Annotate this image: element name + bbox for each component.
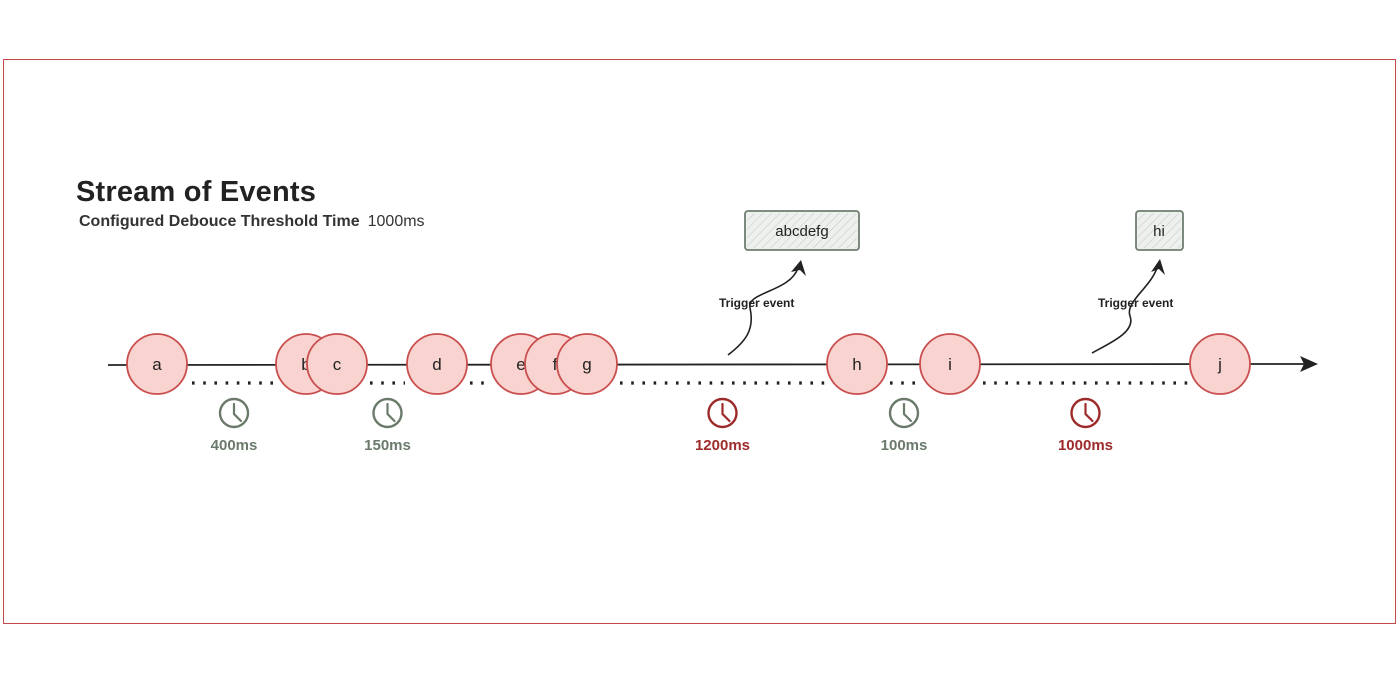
event-label: j [1217, 355, 1222, 374]
clock-hands [1084, 402, 1094, 423]
event-label: d [432, 355, 441, 374]
event-node: h [826, 333, 888, 395]
gap-interval: 100ms [881, 381, 928, 454]
output-value: abcdefg [775, 223, 828, 240]
event-label: a [152, 355, 162, 374]
clock-hands [232, 402, 243, 423]
trigger-arrow [1091, 267, 1158, 354]
gap-duration-label: 1200ms [695, 437, 750, 454]
event-circle [1189, 333, 1251, 395]
event-layer: a b c d e f g h i j [126, 333, 1251, 395]
gap-interval: 150ms [364, 381, 411, 454]
diagram-title: Stream of Events [76, 176, 317, 208]
clock-face [888, 397, 920, 429]
threshold-label: Configured Debouce Threshold Time [79, 213, 360, 230]
trigger-label: Trigger event [1098, 296, 1173, 310]
event-label: c [333, 355, 342, 374]
clock-hands [902, 402, 913, 423]
clock-icon [888, 397, 920, 429]
event-circle [406, 333, 468, 395]
event-node: a [126, 333, 188, 395]
output-box-hatch [1138, 213, 1181, 248]
clock-icon [372, 397, 403, 429]
event-label: f [553, 355, 558, 374]
event-node: d [406, 333, 468, 395]
clock-face [372, 397, 403, 429]
trigger-group-2: Trigger event hi [1091, 210, 1184, 354]
clock-hands [721, 402, 731, 423]
gap-duration-label: 150ms [364, 437, 411, 454]
event-node: i [919, 333, 981, 395]
gap-duration-label: 400ms [211, 437, 258, 454]
gap-layer: 400ms 150ms 1200ms 100ms 1000ms [192, 381, 1188, 454]
event-node: c [306, 333, 368, 395]
gap-duration-label: 1000ms [1058, 437, 1113, 454]
diagram-frame [3, 59, 1396, 624]
trigger-label: Trigger event [719, 296, 794, 310]
event-circle [919, 333, 981, 395]
threshold-value: 1000ms [367, 213, 425, 230]
event-label: h [852, 355, 861, 374]
output-box-hatch [747, 213, 857, 248]
clock-icon [1070, 397, 1101, 429]
trigger-arrow [727, 267, 799, 356]
gap-interval: 400ms [192, 381, 276, 454]
trigger-arrowhead [1151, 259, 1165, 275]
event-label: b [301, 355, 310, 374]
event-circle [306, 333, 368, 395]
trigger-group-1: Trigger event abcdefg [719, 210, 860, 356]
event-circle [556, 333, 618, 395]
clock-face [1070, 397, 1101, 429]
output-value: hi [1153, 223, 1165, 240]
gap-duration-label: 100ms [881, 437, 928, 454]
event-node: j [1189, 333, 1251, 395]
trigger-arrowhead [791, 260, 806, 276]
clock-icon [707, 397, 738, 429]
event-circle [826, 333, 888, 395]
timeline-arrowhead [1300, 356, 1318, 372]
event-label: i [948, 355, 952, 374]
gap-interval: 1200ms [620, 381, 825, 454]
gap-interval: 1000ms [983, 381, 1188, 454]
clock-icon [218, 397, 250, 429]
debounce-config: Configured Debouce Threshold Time 1000ms [79, 213, 425, 231]
clock-face [218, 397, 250, 429]
event-label: e [516, 355, 525, 374]
clock-hands [386, 402, 396, 423]
event-label: g [582, 355, 591, 374]
clock-face [707, 397, 738, 429]
event-node: g [556, 333, 618, 395]
event-circle [126, 333, 188, 395]
